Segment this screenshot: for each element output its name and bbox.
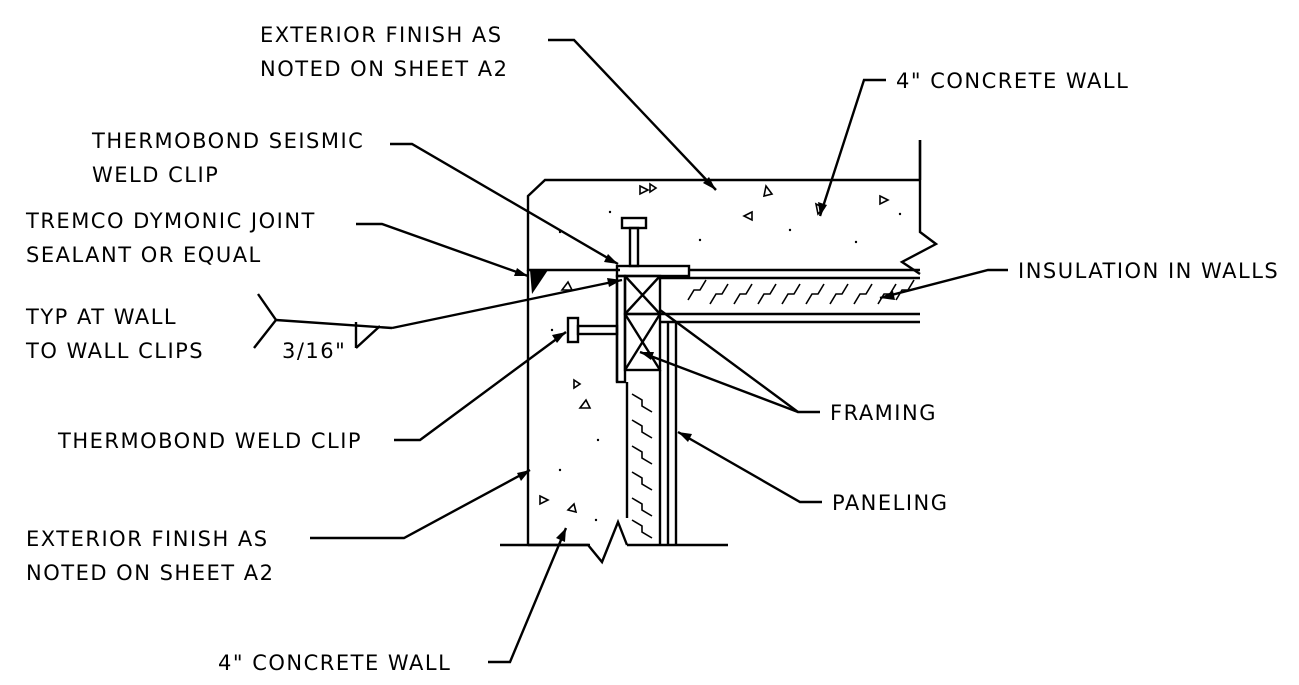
label-sealant-1: TREMCO DYMONIC JOINT xyxy=(25,209,316,233)
vertical-insulation xyxy=(631,322,678,545)
label-concrete-bot: 4" CONCRETE WALL xyxy=(218,651,451,675)
weld-clip xyxy=(566,316,619,344)
label-ext-finish-top-1: EXTERIOR FINISH AS xyxy=(260,23,503,47)
label-ext-finish-bot-2: NOTED ON SHEET A2 xyxy=(26,561,274,585)
label-weld-note-1: TYP AT WALL xyxy=(25,305,177,329)
label-seismic-clip-2: WELD CLIP xyxy=(92,163,219,187)
label-weld-size: 3/16" xyxy=(282,339,346,363)
concrete-aggregate xyxy=(539,182,902,522)
weld-symbol xyxy=(253,293,393,349)
label-sealant-2: SEALANT OR EQUAL xyxy=(26,243,262,267)
top-insulation xyxy=(660,276,920,324)
leaders xyxy=(310,38,1008,664)
top-concrete-wall xyxy=(526,140,939,275)
label-paneling: PANELING xyxy=(832,491,949,515)
sealant-bead xyxy=(530,270,548,294)
label-insulation: INSULATION IN WALLS xyxy=(1018,259,1279,283)
seismic-weld-clip xyxy=(615,216,691,384)
framing-members xyxy=(623,274,662,372)
label-seismic-clip-1: THERMOBOND SEISMIC xyxy=(91,129,364,153)
label-ext-finish-bot-1: EXTERIOR FINISH AS xyxy=(26,527,269,551)
label-ext-finish-top-2: NOTED ON SHEET A2 xyxy=(260,57,508,81)
label-framing: FRAMING xyxy=(830,401,937,425)
label-weld-note-2: TO WALL CLIPS xyxy=(25,339,204,363)
label-concrete-top: 4" CONCRETE WALL xyxy=(896,69,1129,93)
label-weld-clip: THERMOBOND WELD CLIP xyxy=(57,429,362,453)
